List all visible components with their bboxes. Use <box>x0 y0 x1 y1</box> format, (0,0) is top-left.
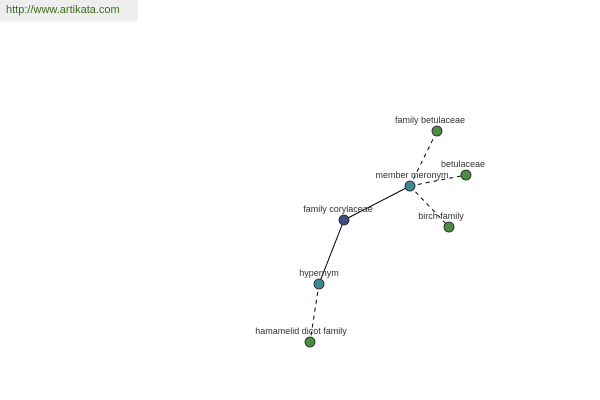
node-birch-family[interactable]: birch family <box>418 211 464 233</box>
edge-family-corylaceae-to-hypernym <box>318 219 345 285</box>
node-label-member-meronym[interactable]: member meronym <box>375 170 448 180</box>
site-url-link[interactable]: http://www.artikata.com <box>6 4 120 16</box>
nodes-layer: family corylaceae member meronym hypernym f… <box>255 115 485 348</box>
url-banner: http://www.artikata.com <box>0 0 138 21</box>
edges-layer <box>309 130 467 343</box>
edge-hypernym-to-hamamelid-dicot-family <box>309 283 320 343</box>
node-family-corylaceae[interactable]: family corylaceae <box>303 204 373 226</box>
node-marker-betulaceae[interactable] <box>460 169 472 181</box>
node-betulaceae[interactable]: betulaceae <box>441 159 485 181</box>
node-marker-family-betulaceae[interactable] <box>431 125 443 137</box>
node-member-meronym[interactable]: member meronym <box>375 170 449 192</box>
edge-member-meronym-to-betulaceae <box>409 174 467 187</box>
node-family-betulaceae[interactable]: family betulaceae <box>395 115 465 137</box>
node-label-hamamelid-dicot-family[interactable]: hamamelid dicot family <box>255 326 347 336</box>
node-label-birch-family[interactable]: birch family <box>418 211 464 221</box>
node-hamamelid-dicot-family[interactable]: hamamelid dicot family <box>255 326 347 348</box>
node-label-family-betulaceae[interactable]: family betulaceae <box>395 115 465 125</box>
node-label-hypernym[interactable]: hypernym <box>299 268 339 278</box>
node-label-family-corylaceae[interactable]: family corylaceae <box>303 204 373 214</box>
node-marker-family-corylaceae[interactable] <box>338 214 350 226</box>
edge-member-meronym-to-family-betulaceae <box>409 130 438 187</box>
node-label-betulaceae[interactable]: betulaceae <box>441 159 485 169</box>
node-marker-hypernym[interactable] <box>313 278 325 290</box>
node-marker-hamamelid-dicot-family[interactable] <box>304 336 316 348</box>
node-hypernym[interactable]: hypernym <box>299 268 339 290</box>
edge-family-corylaceae-to-member-meronym <box>343 185 411 221</box>
node-marker-birch-family[interactable] <box>443 221 455 233</box>
edge-member-meronym-to-birch-family <box>409 185 450 228</box>
node-marker-member-meronym[interactable] <box>404 180 416 192</box>
